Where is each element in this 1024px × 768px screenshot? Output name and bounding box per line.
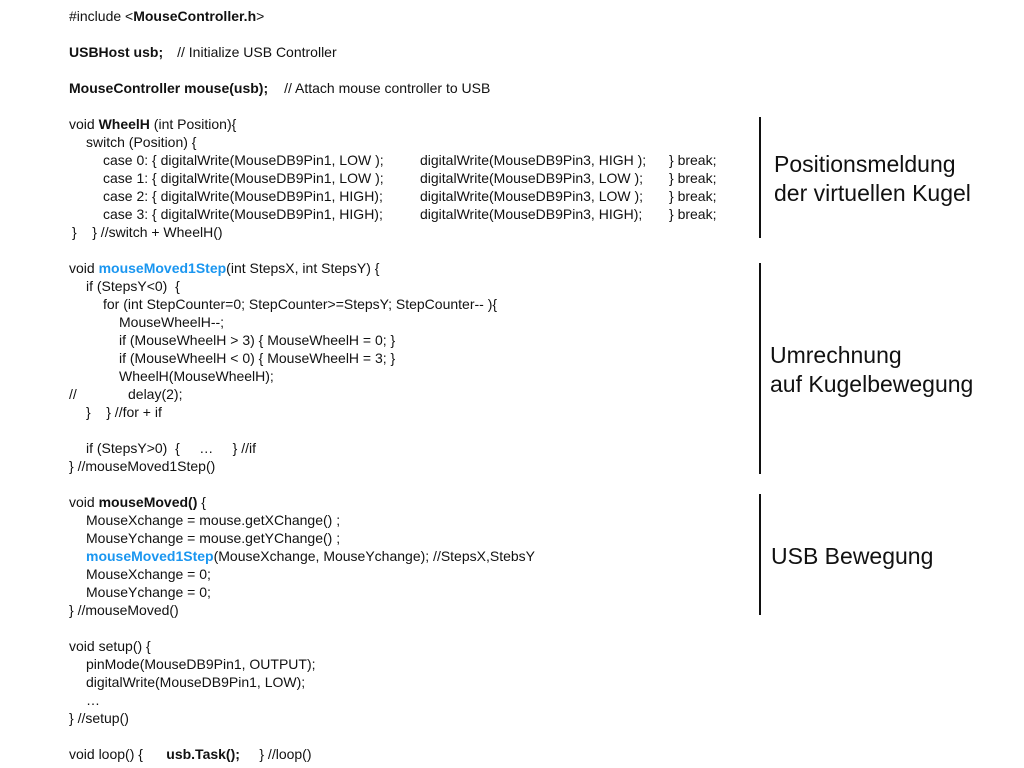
case-line: digitalWrite(MouseDB9Pin3, HIGH); — [420, 206, 643, 222]
code-line: pinMode(MouseDB9Pin1, OUTPUT); — [86, 656, 316, 672]
code-line: } } //switch + WheelH() — [72, 224, 223, 240]
code-text: (MouseXchange, MouseYchange); //StepsX,S… — [213, 548, 535, 564]
mouse-line: MouseController mouse(usb); // Attach mou… — [69, 79, 490, 97]
case-line: digitalWrite(MouseDB9Pin3, LOW ); — [420, 170, 644, 186]
loop-line: void loop() { usb.Task(); } //loop() — [69, 745, 312, 763]
case-line: case 1: { digitalWrite(MouseDB9Pin1, LOW… — [103, 170, 384, 186]
annotation-label: auf Kugelbewegung — [770, 371, 974, 397]
code-bold: usb.Task(); — [166, 746, 240, 762]
code-bold: WheelH — [98, 116, 150, 132]
moved-head: void mouseMoved() { — [69, 493, 206, 511]
code-highlight: mouseMoved1Step — [86, 548, 214, 564]
bracket-divider — [759, 263, 761, 474]
code-line: if (StepsY<0) { — [86, 278, 180, 294]
code-text: (int Position){ — [149, 116, 237, 132]
case-line: } break; — [669, 170, 717, 186]
case-line: } break; — [669, 152, 717, 168]
code-line: } //mouseMoved1Step() — [69, 458, 216, 474]
case-line: case 3: { digitalWrite(MouseDB9Pin1, HIG… — [103, 206, 383, 222]
code-text: } //loop() — [239, 746, 312, 762]
code-line: WheelH(MouseWheelH); — [119, 368, 274, 384]
code-line: MouseYchange = mouse.getYChange() ; — [86, 530, 341, 546]
step-head: void mouseMoved1Step(int StepsX, int Ste… — [69, 259, 379, 277]
code-line: MouseWheelH--; — [119, 314, 225, 330]
code-text: void — [69, 494, 99, 510]
code-text: void loop() { — [69, 746, 167, 762]
code-text: { — [197, 494, 206, 510]
code-text: void — [69, 260, 99, 276]
case-line: digitalWrite(MouseDB9Pin3, LOW ); — [420, 188, 644, 204]
code-line: } //setup() — [69, 710, 129, 726]
code-text: #include < — [69, 8, 134, 24]
code-line: MouseXchange = mouse.getXChange() ; — [86, 512, 341, 528]
code-comment: // — [69, 386, 77, 402]
code-highlight: mouseMoved1Step — [98, 260, 227, 276]
annotation-label: USB Bewegung — [771, 543, 934, 569]
code-text: (int StepsX, int StepsY) { — [226, 260, 380, 276]
annotation-label: Umrechnung — [770, 342, 902, 368]
case-line: } break; — [669, 206, 717, 222]
code-comment: // Initialize USB Controller — [177, 44, 337, 60]
usb-line: USBHost usb; // Initialize USB Controller — [69, 43, 337, 61]
code-text: > — [256, 8, 265, 24]
annotation-label: der virtuellen Kugel — [774, 180, 971, 206]
code-line: digitalWrite(MouseDB9Pin1, LOW); — [86, 674, 306, 690]
case-line: case 2: { digitalWrite(MouseDB9Pin1, HIG… — [103, 188, 383, 204]
bracket-divider — [759, 117, 761, 238]
code-bold: MouseController.h — [133, 8, 257, 24]
bracket-divider — [759, 494, 761, 615]
code-line: for (int StepCounter=0; StepCounter>=Ste… — [103, 296, 498, 312]
code-bold: USBHost usb; — [69, 44, 164, 60]
code-line: MouseYchange = 0; — [86, 584, 211, 600]
code-bold: MouseController mouse(usb); — [69, 80, 269, 96]
code-line: if (MouseWheelH < 0) { MouseWheelH = 3; … — [119, 350, 396, 366]
code-line: void setup() { — [69, 638, 151, 654]
case-line: case 0: { digitalWrite(MouseDB9Pin1, LOW… — [103, 152, 384, 168]
moved-call: mouseMoved1Step(MouseXchange, MouseYchan… — [86, 547, 535, 565]
code-line: switch (Position) { — [86, 134, 197, 150]
code-line: if (MouseWheelH > 3) { MouseWheelH = 0; … — [119, 332, 396, 348]
code-line: } //mouseMoved() — [69, 602, 179, 618]
code-bold: mouseMoved() — [98, 494, 198, 510]
include-line: #include <MouseController.h> — [69, 7, 264, 25]
case-line: } break; — [669, 188, 717, 204]
code-line: … — [86, 692, 100, 708]
case-line: digitalWrite(MouseDB9Pin3, HIGH ); — [420, 152, 647, 168]
code-line: delay(2); — [128, 386, 183, 402]
code-line: if (StepsY>0) { … } //if — [86, 440, 257, 456]
code-text: void — [69, 116, 99, 132]
annotation-label: Positionsmeldung — [774, 151, 956, 177]
code-line: } } //for + if — [86, 404, 162, 420]
wheelh-head: void WheelH (int Position){ — [69, 115, 236, 133]
code-line: MouseXchange = 0; — [86, 566, 211, 582]
code-comment: // Attach mouse controller to USB — [284, 80, 491, 96]
